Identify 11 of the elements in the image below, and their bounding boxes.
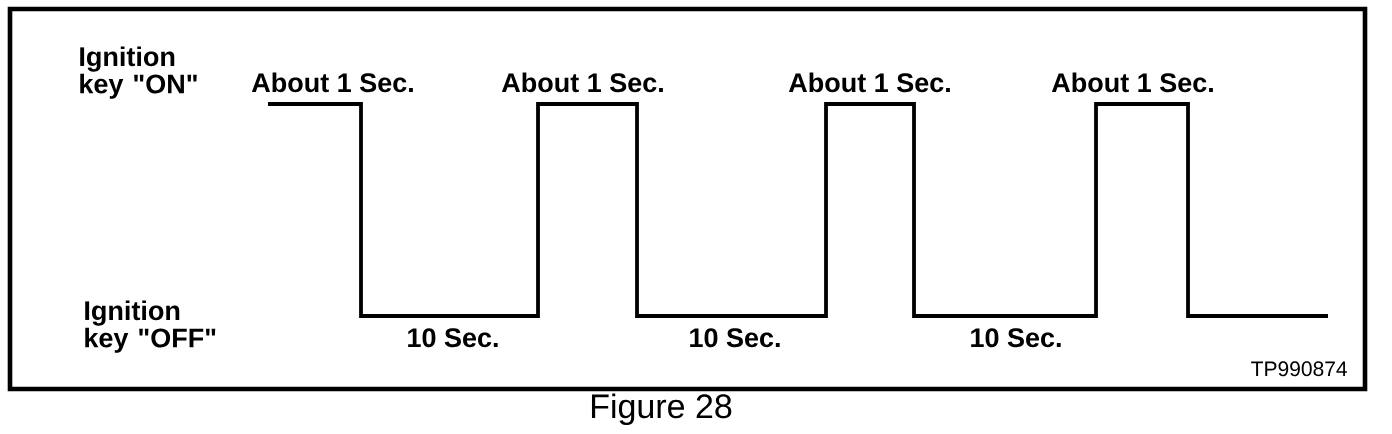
duration-label: About 1 Sec. [501,72,663,93]
figure-caption: Figure 28 [592,393,732,426]
duration-label: About 1 Sec. [251,72,413,93]
duration-label: About 1 Sec. [1051,72,1213,93]
figure-code: TP990874 [1251,361,1347,377]
state-label: Ignition key "OFF" [85,300,216,353]
duration-label: 10 Sec. [690,328,780,348]
duration-label: 10 Sec. [408,328,498,348]
state-label: Ignition key "ON" [80,46,197,99]
duration-label: About 1 Sec. [788,72,950,93]
duration-label: 10 Sec. [971,328,1061,348]
